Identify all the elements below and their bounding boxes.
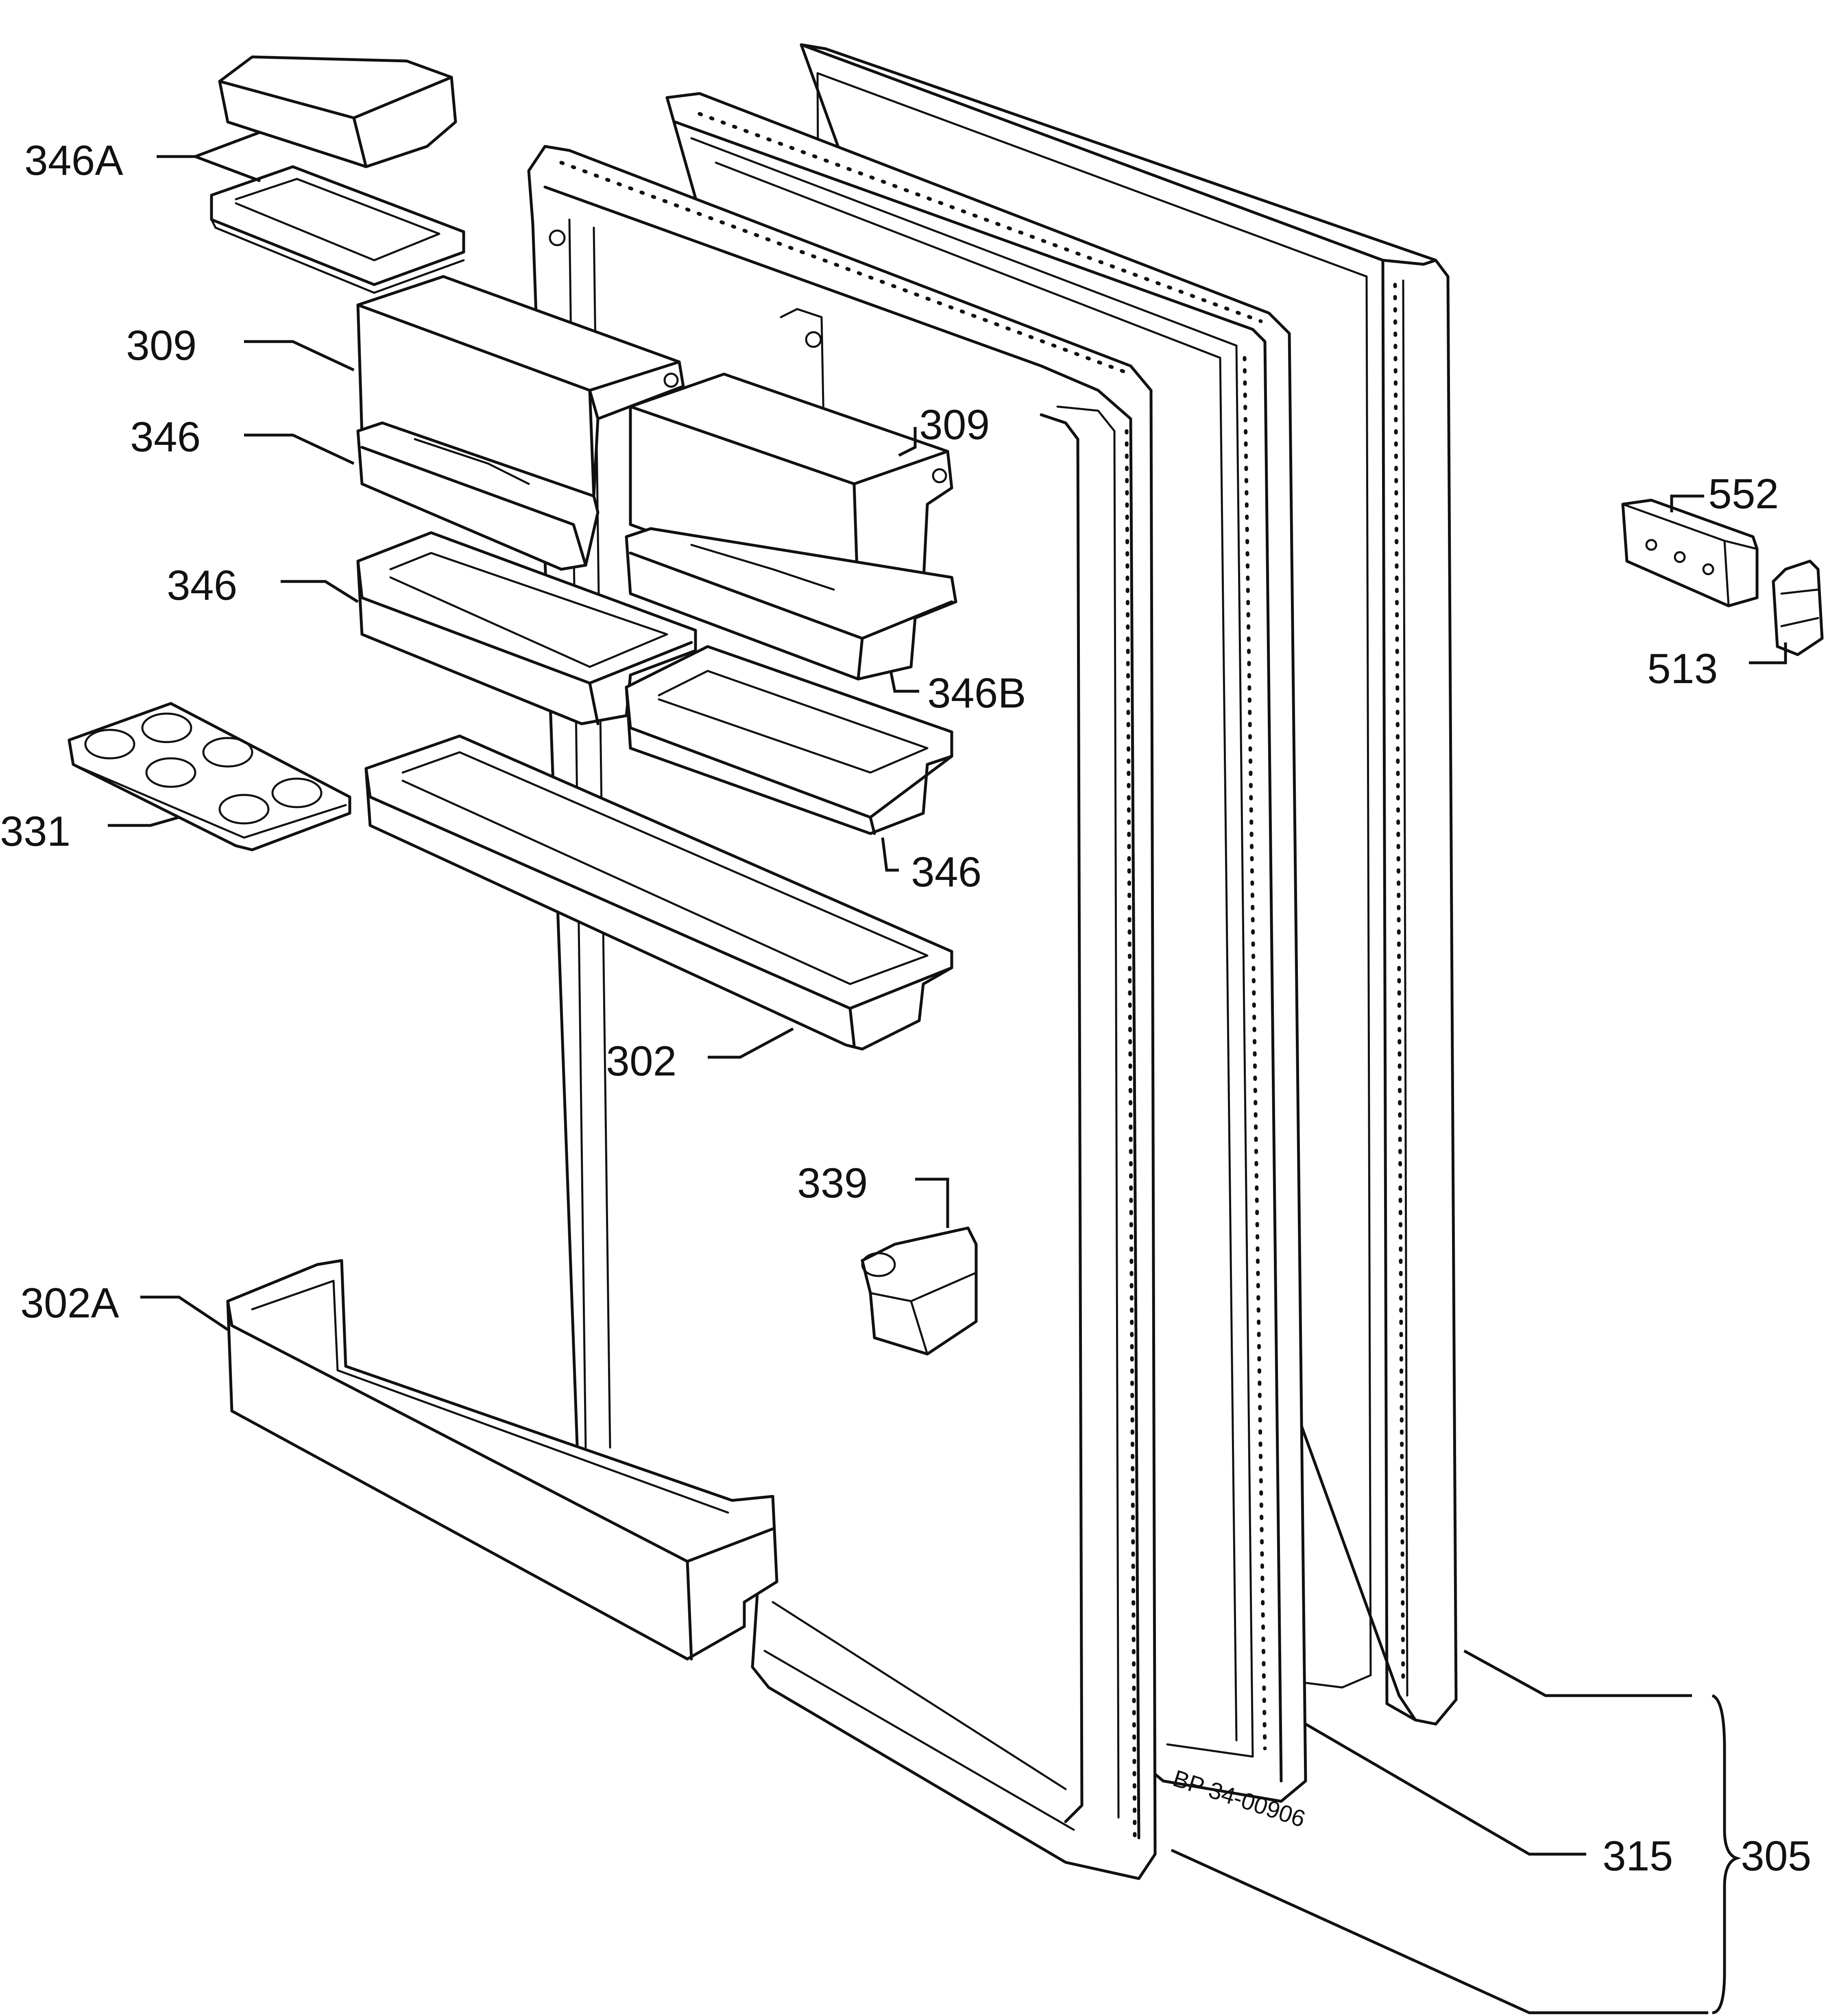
label-346b: 346B [927, 670, 1026, 717]
leader-lines [108, 131, 1787, 2014]
label-346-left-upper: 346 [130, 414, 201, 461]
label-309-left: 309 [126, 322, 197, 369]
label-339: 339 [797, 1160, 868, 1207]
label-552: 552 [1708, 470, 1779, 518]
shelf-346b [625, 527, 957, 681]
label-331: 331 [0, 808, 71, 855]
shelf-346-right [625, 645, 953, 835]
part-339 [861, 1226, 978, 1356]
shelf-302 [364, 734, 953, 1051]
label-309-right: 309 [919, 401, 990, 448]
label-305: 305 [1741, 1833, 1812, 1880]
hinge-bracket-513 [1772, 560, 1824, 656]
part-labels: 346A 309 346 346 331 309 346B 346 302 33… [0, 137, 1812, 1880]
label-315: 315 [1602, 1833, 1673, 1880]
label-346-right: 346 [911, 849, 982, 896]
butter-compartment-346a [210, 55, 465, 294]
label-302: 302 [606, 1038, 677, 1085]
hinge-plate-552 [1621, 499, 1759, 607]
shelf-346-left-upper [356, 421, 600, 571]
label-513: 513 [1647, 645, 1718, 692]
shelf-346-left-lower [356, 531, 697, 725]
bottle-shelf-302a [226, 1259, 778, 1661]
egg-tray-331 [68, 702, 351, 851]
label-346-left-lower: 346 [167, 562, 238, 609]
label-346a: 346A [24, 137, 124, 184]
label-302a: 302A [20, 1280, 120, 1327]
